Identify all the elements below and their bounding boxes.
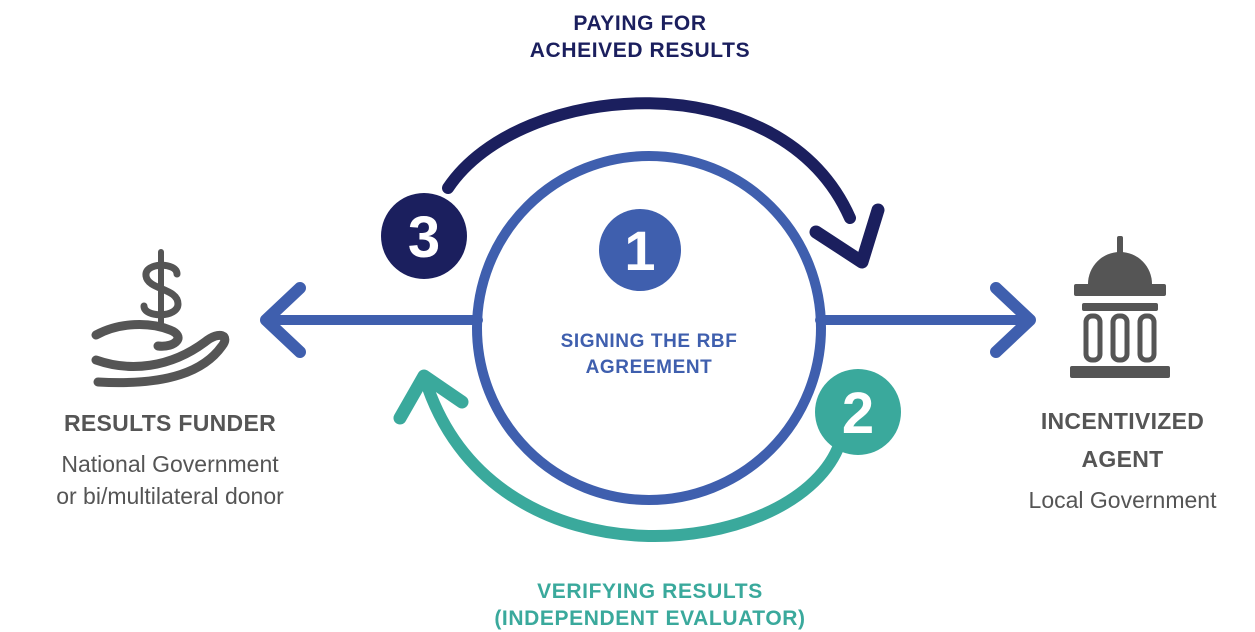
agent-title-line2: AGENT bbox=[1081, 446, 1164, 472]
paying-label-line1: PAYING FOR bbox=[573, 12, 707, 35]
step-3-badge bbox=[381, 193, 467, 279]
agreement-ring bbox=[472, 151, 826, 505]
funder-title: RESULTS FUNDER bbox=[63, 410, 277, 436]
step-2-number: 2 bbox=[842, 381, 874, 446]
signing-label-line2: AGREEMENT bbox=[585, 357, 713, 378]
signing-label-line1: SIGNING THE RBF bbox=[560, 331, 738, 352]
arrow-to-agent bbox=[815, 282, 1036, 358]
agent-block: INCENTIVIZED AGENT Local Government bbox=[1000, 402, 1245, 516]
verifying-label-line1: VERIFYING RESULTS bbox=[537, 580, 763, 603]
paying-label-line2: ACHEIVED RESULTS bbox=[529, 39, 751, 62]
paying-label: PAYING FOR ACHEIVED RESULTS bbox=[470, 10, 810, 64]
step-2-badge bbox=[815, 369, 901, 455]
step-1-badge bbox=[599, 209, 681, 291]
hand-dollar-icon bbox=[91, 249, 230, 388]
verifying-label: VERIFYING RESULTS (INDEPENDENT EVALUATOR… bbox=[420, 578, 880, 632]
funder-subtitle-line1: National Government bbox=[61, 451, 279, 477]
agent-title-line1: INCENTIVIZED bbox=[1040, 408, 1205, 434]
verifying-label-line2: (INDEPENDENT EVALUATOR) bbox=[494, 607, 806, 630]
government-building-icon bbox=[1070, 236, 1170, 378]
arrow-to-funder bbox=[260, 282, 483, 358]
paying-arc bbox=[442, 97, 885, 269]
step-1-number: 1 bbox=[624, 219, 655, 282]
agent-subtitle: Local Government bbox=[1028, 487, 1217, 513]
step-3-number: 3 bbox=[408, 205, 440, 270]
verifying-arc bbox=[393, 369, 844, 542]
signing-label: SIGNING THE RBF AGREEMENT bbox=[509, 329, 789, 381]
funder-block: RESULTS FUNDER National Government or bi… bbox=[5, 404, 335, 512]
funder-subtitle-line2: or bi/multilateral donor bbox=[56, 483, 284, 509]
